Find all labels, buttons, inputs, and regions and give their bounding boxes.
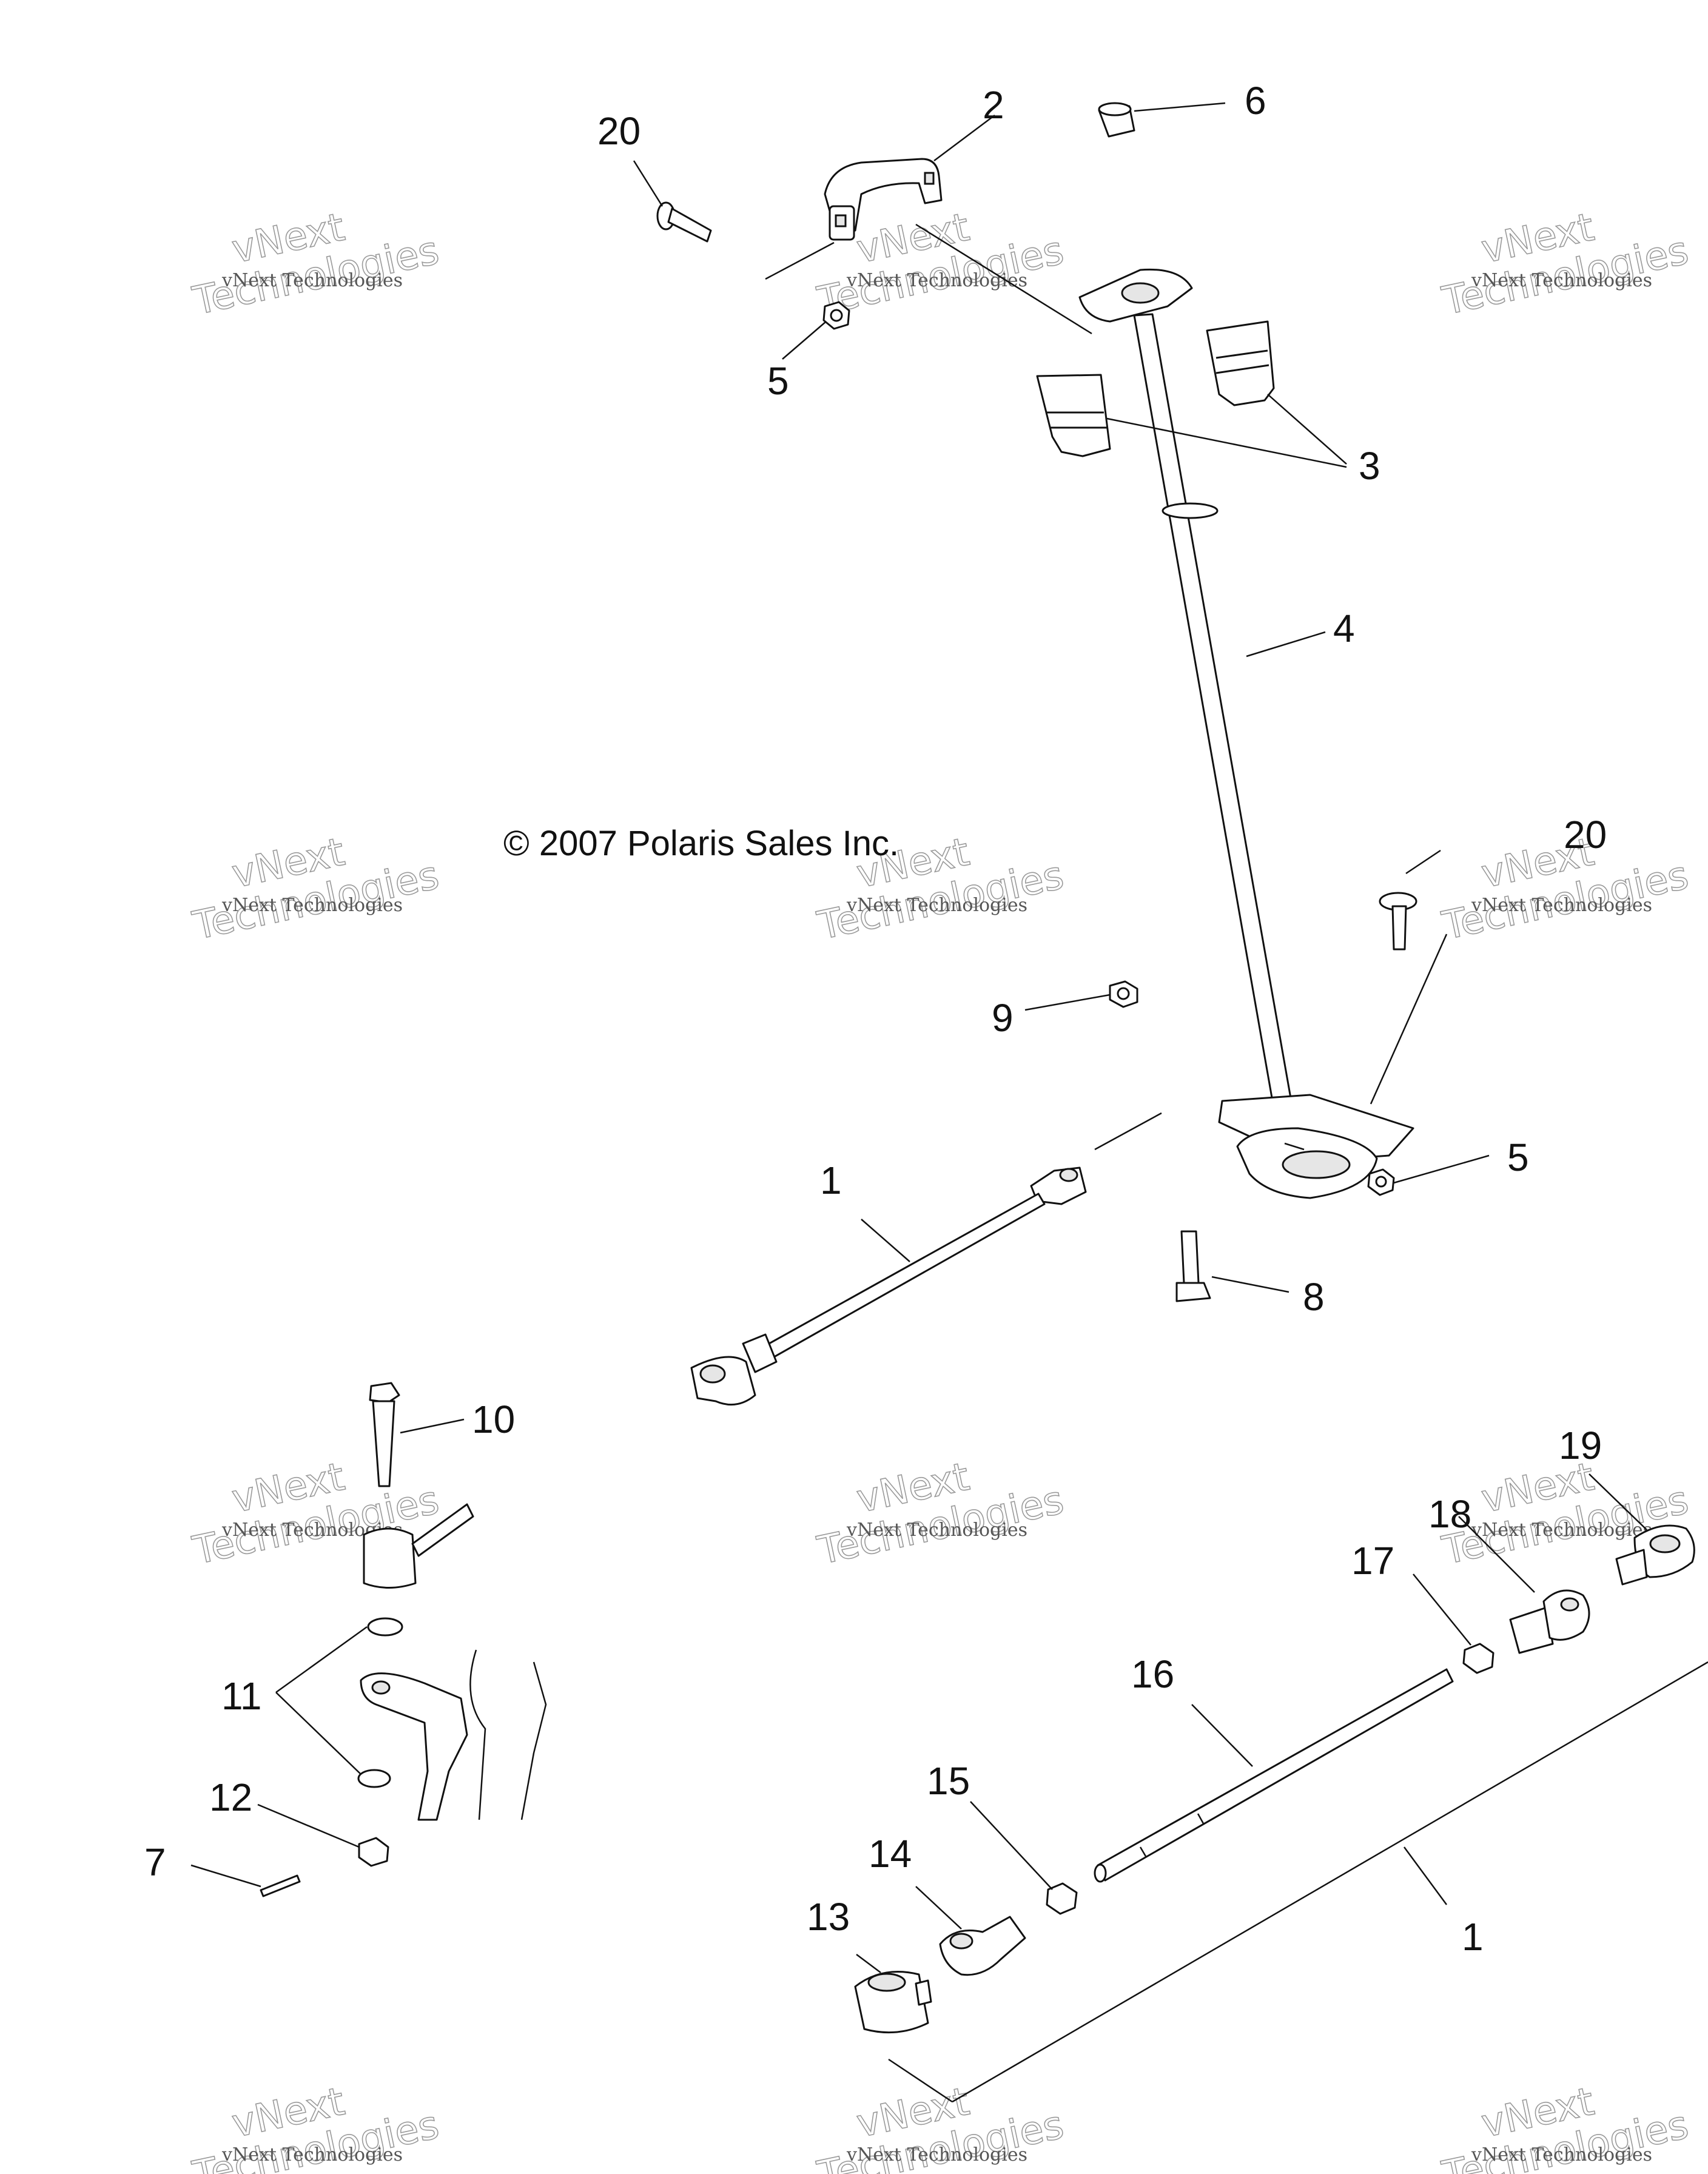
part-10-bolt (369, 1382, 400, 1487)
spindle-area (357, 1503, 547, 1821)
part-15-jam-nut (1046, 1882, 1078, 1915)
part-12-nut (358, 1837, 389, 1867)
callout-10: 10 (472, 1398, 515, 1441)
callout-3: 3 (1359, 444, 1380, 488)
watermark-small: vNext Technologies (846, 2144, 1027, 2166)
callout-13: 13 (807, 1895, 850, 1939)
callout-9: 9 (992, 996, 1014, 1040)
part-2-clamp-bracket (824, 158, 943, 241)
part-14-rod-end (939, 1916, 1026, 1976)
part-9-nut (1109, 980, 1138, 1008)
part-3-bushings (1036, 320, 1275, 457)
part-20-bolt-lower (1379, 892, 1417, 951)
callout-7: 7 (144, 1840, 166, 1884)
copyright-notice: © 2007 Polaris Sales Inc. (503, 824, 899, 863)
part-7-cotter-pin (260, 1874, 301, 1897)
watermark-small: vNext Technologies (1471, 270, 1652, 291)
callout-18: 18 (1428, 1492, 1471, 1536)
leader-lines (190, 102, 1708, 2103)
callout-8: 8 (1303, 1275, 1325, 1319)
watermark-small: vNext Technologies (221, 895, 403, 916)
part-5-nut-lower (1367, 1168, 1395, 1196)
callout-5-lower: 5 (1507, 1136, 1529, 1179)
callout-1-upper: 1 (820, 1159, 842, 1202)
watermark-layer: vNext Technologies vNext Technologies vN… (189, 204, 1693, 2174)
part-20-bolt-upper (656, 201, 712, 243)
watermark: vNext Technologies (189, 829, 443, 949)
part-17-jam-nut (1462, 1643, 1494, 1674)
watermark-small: vNext Technologies (1471, 895, 1652, 916)
callout-12: 12 (209, 1775, 252, 1819)
part-16-tie-rod-tube (1094, 1668, 1454, 1883)
watermark: vNext Technologies (1438, 204, 1693, 325)
callout-15: 15 (927, 1759, 970, 1803)
part-8-bolt (1175, 1230, 1211, 1302)
callout-14: 14 (869, 1832, 912, 1876)
watermark-small: vNext Technologies (1471, 1519, 1652, 1541)
watermark-small: vNext Technologies (846, 270, 1027, 291)
part-6-cap (1098, 102, 1135, 138)
callout-1-lower: 1 (1462, 1915, 1484, 1959)
part-5-nut-upper (822, 301, 850, 330)
watermark-small: vNext Technologies (221, 2144, 403, 2166)
watermark: vNext Technologies (189, 204, 443, 325)
part-1-tie-rod-assembly (690, 1166, 1087, 1406)
watermark: vNext Technologies (1438, 829, 1693, 949)
callout-2: 2 (983, 83, 1004, 127)
part-13-rod-end (854, 1971, 932, 2034)
watermark-small: vNext Technologies (1471, 2144, 1652, 2166)
callout-4: 4 (1333, 607, 1355, 650)
callout-20-lower: 20 (1564, 813, 1607, 856)
callout-19: 19 (1559, 1424, 1602, 1467)
callout-16: 16 (1131, 1652, 1174, 1696)
callout-17: 17 (1351, 1539, 1394, 1583)
watermark-small: vNext Technologies (846, 1519, 1027, 1541)
watermark: vNext Technologies (813, 1454, 1068, 1574)
part-4-steering-post (1078, 268, 1414, 1199)
part-18-rod-end (1509, 1589, 1590, 1654)
callout-11: 11 (221, 1674, 261, 1718)
callout-6: 6 (1245, 79, 1266, 123)
watermark-small: vNext Technologies (846, 895, 1027, 916)
callout-5-upper: 5 (767, 359, 789, 403)
watermark-small: vNext Technologies (221, 270, 403, 291)
callout-20-upper: 20 (597, 109, 640, 153)
callout-labels: 20 2 6 5 3 4 20 9 5 1 8 10 19 18 17 16 1… (144, 79, 1607, 1959)
part-19-rod-end (1615, 1524, 1695, 1586)
